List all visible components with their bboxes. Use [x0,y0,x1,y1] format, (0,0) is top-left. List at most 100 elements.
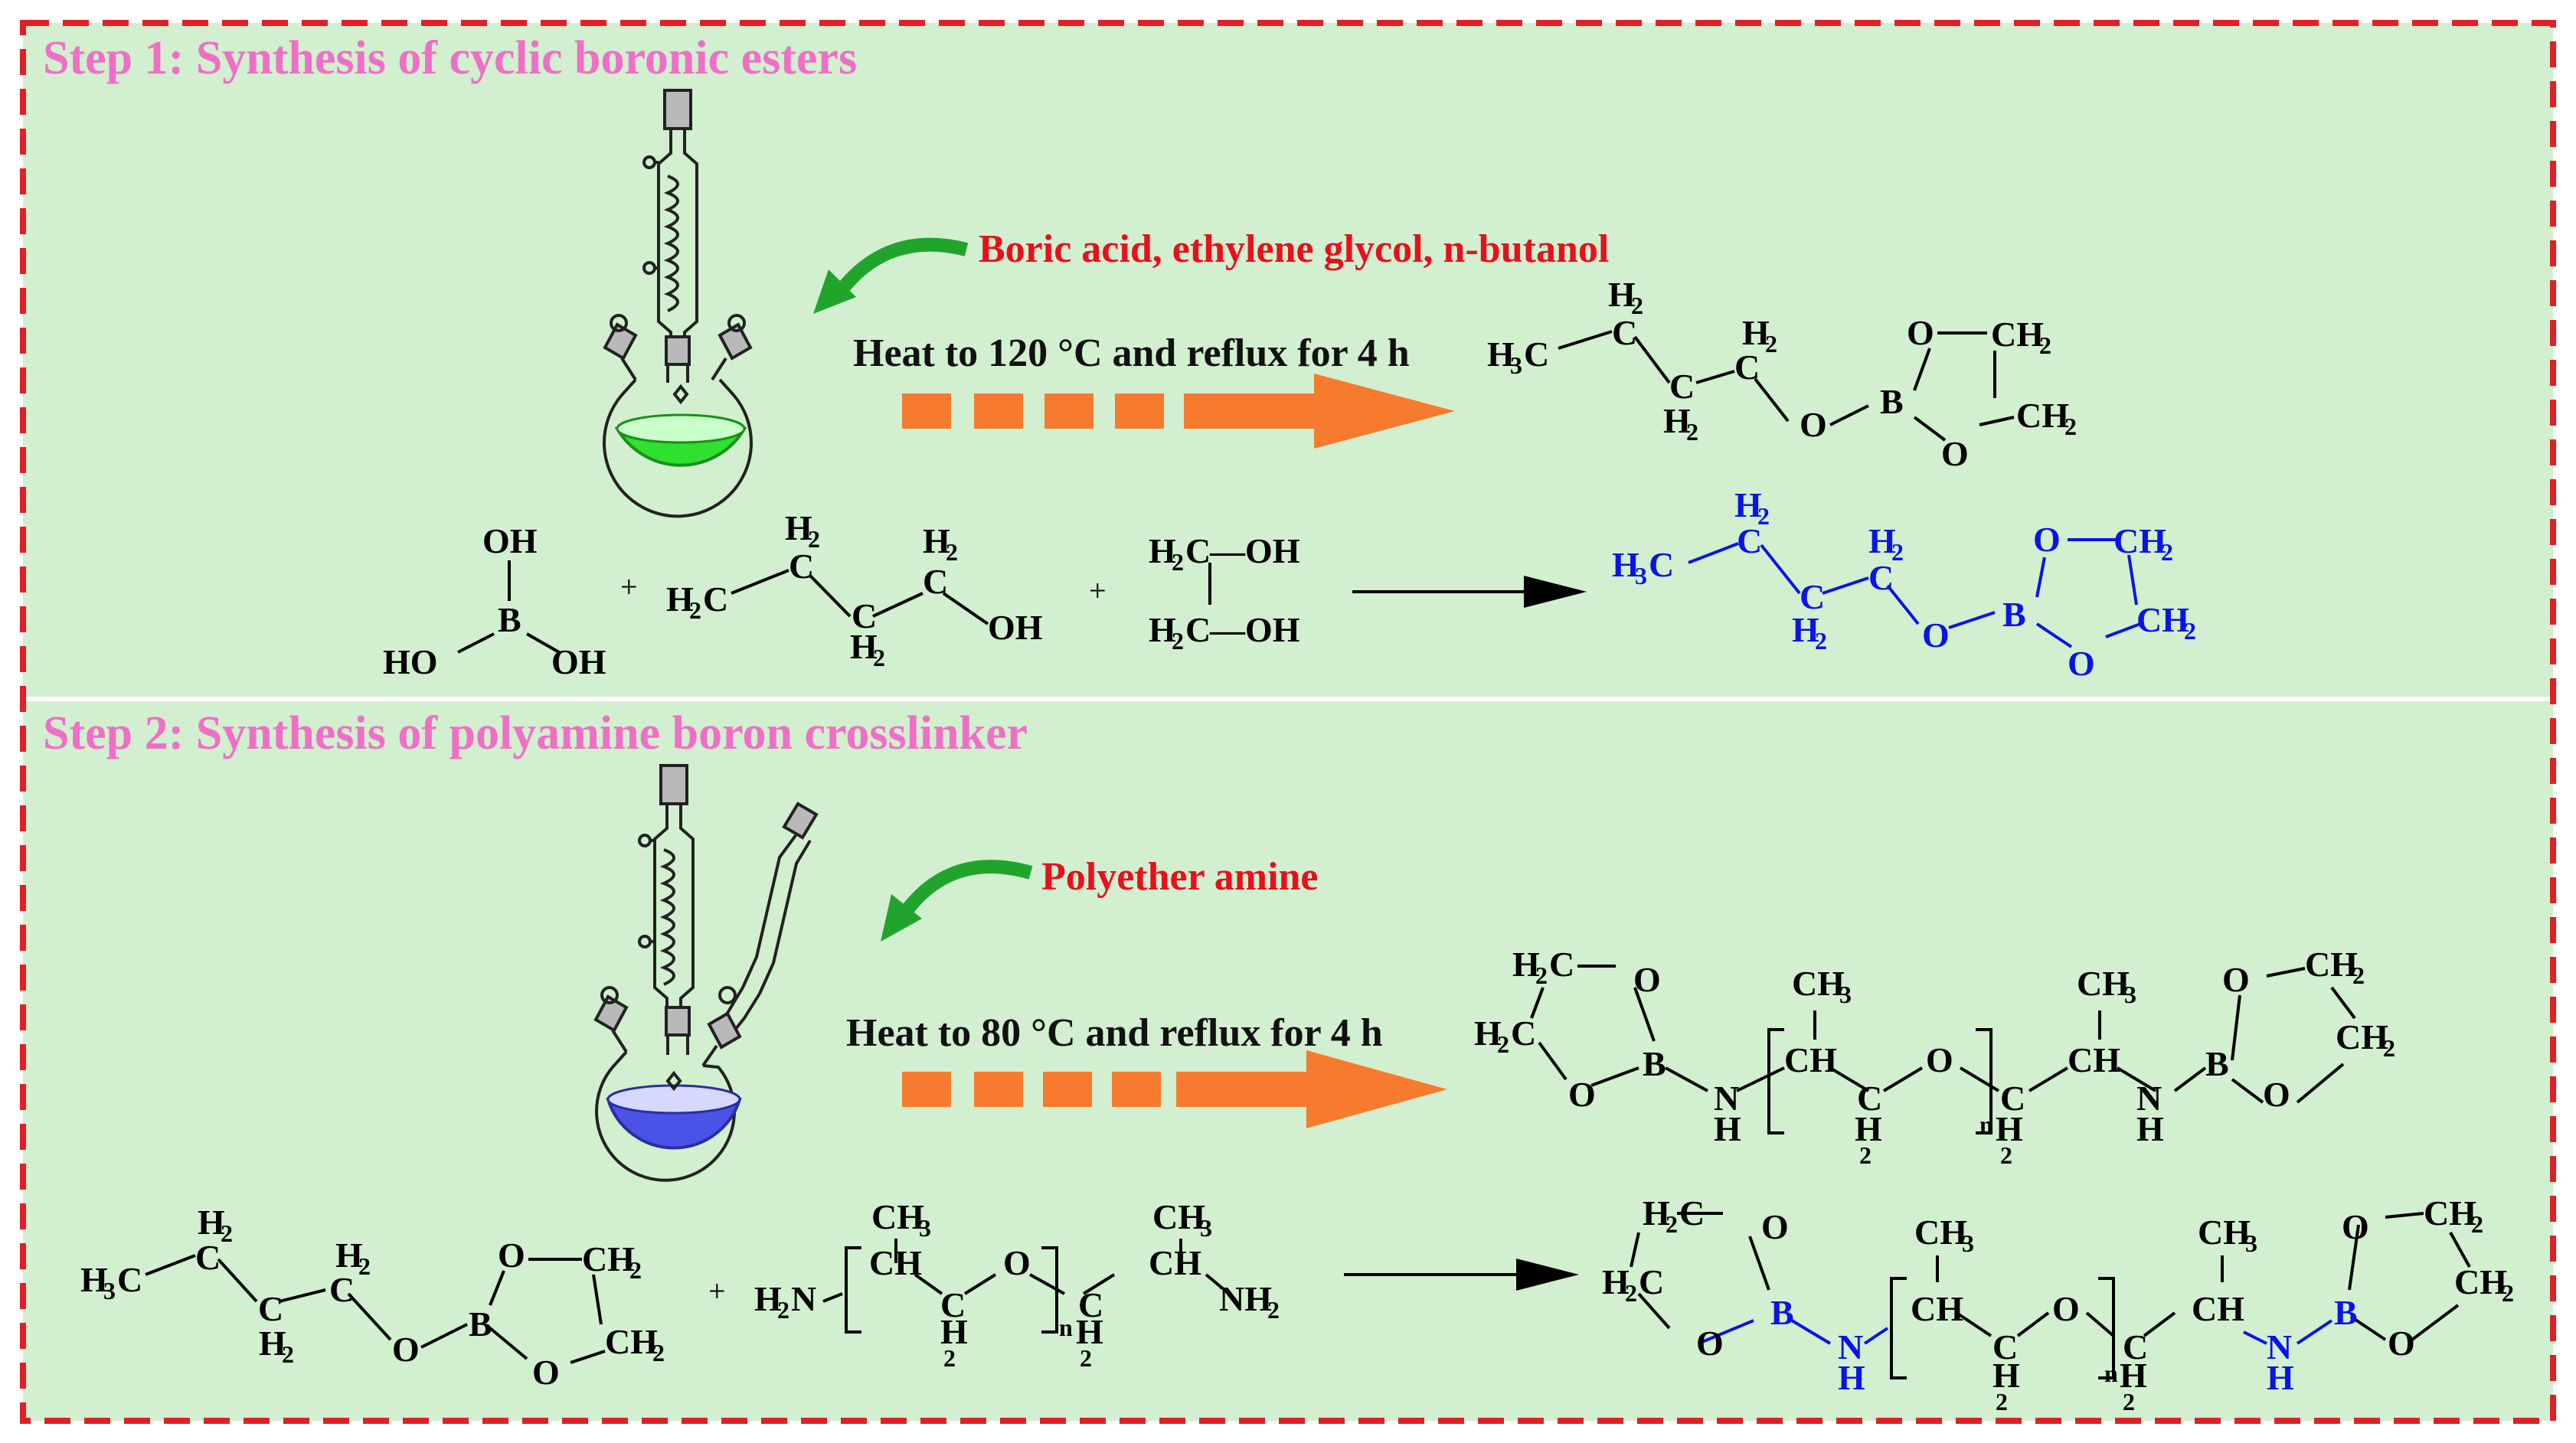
boric-acid: OH B HO OH [383,521,606,681]
atom-H2: H [335,1236,363,1275]
atom-CH2: CH [2136,600,2189,639]
step2-product-top: H 2 C O H 2 C O B N H CH 3 CH C H 2 O n … [1474,945,2395,1169]
atom-O: O [2388,1324,2415,1363]
sub: 2 [1172,627,1184,655]
atom-B: B [1770,1293,1794,1332]
atom-H2C: H [1149,531,1176,570]
atom-H2N: H [754,1279,782,1318]
polyether-amine: H 2 N CH 3 CH C H 2 O n C H 2 CH 3 CH NH… [754,1197,1280,1372]
sub: 3 [2124,981,2136,1008]
atom-O: O [1696,1324,1724,1363]
atom-H2: H [1663,401,1691,440]
step2-title: Step 2: Synthesis of polyamine boron cro… [43,707,1028,759]
step1-title: Step 1: Synthesis of cyclic boronic este… [43,32,857,84]
sub: 2 [873,644,885,671]
sub: 2 [1497,1030,1509,1058]
atom-CH2: CH [2016,396,2069,435]
atom-CH: CH [1149,1243,1201,1282]
atom-C: C [1992,1327,2018,1366]
sub: 2 [1757,502,1770,530]
atom-CH2: CH [2113,521,2166,560]
atom-OH: OH [551,642,606,681]
sub: 2 [1080,1344,1092,1372]
atom-H3C: H [1487,335,1515,374]
curved-arrow-icon [881,860,1033,942]
n-butanol: H 2 C C H 2 C H 2 C H 2 OH [666,508,1043,671]
atom-H2C: H [1602,1262,1630,1301]
sub: 2 [1996,1388,2008,1415]
sub: 2 [946,538,958,566]
atom-B: B [2334,1293,2358,1332]
atom-O: O [1907,313,1934,352]
atom-C: C [1511,1014,1536,1053]
dashed-arrow-icon [902,1050,1447,1128]
atom-H: H [1076,1312,1103,1351]
atom-OH: OH [988,608,1043,647]
atom-CH2: CH [605,1322,658,1361]
atom-H2: H [1742,313,1770,352]
curved-arrow-icon [813,237,969,314]
atom-n: n [1059,1314,1073,1341]
sub: 2 [221,1219,233,1247]
atom-C: C [1734,348,1760,387]
sub: 2 [652,1339,665,1366]
atom-C: C [329,1270,355,1309]
atom-B: B [2002,595,2026,634]
step2-reagents: Polyether amine [1041,855,1319,899]
atom-C: C [703,579,728,619]
sub: 2 [2123,1388,2135,1415]
atom-C: C [1857,1079,1882,1118]
atom-CH: CH [869,1243,922,1282]
atom-B: B [2205,1044,2229,1083]
dashed-arrow-icon [902,374,1455,449]
sub: 2 [1666,1210,1678,1238]
atom-H2: H [785,508,812,547]
atom-C: C [117,1260,142,1299]
cyclic-boronic-ester-reactant: H 3 C C H 2 C H 2 C H 2 O B O O CH 2 CH … [80,1203,665,1392]
sub: 2 [1686,418,1698,446]
sub: 2 [629,1256,642,1284]
atom-H2: H [850,627,878,666]
sub: 2 [2000,1141,2012,1169]
sub: 2 [2161,538,2173,566]
atom-CH3: CH [2077,964,2130,1003]
sub: 3 [1635,562,1647,589]
sub: 2 [2383,1034,2395,1062]
three-neck-flask-dropping-funnel-icon [593,764,819,1182]
atom-CH3: CH [1152,1197,1205,1236]
sub: 2 [943,1344,956,1372]
sub: 3 [1200,1214,1212,1242]
atom-C: C [1679,1193,1705,1232]
step1-condition: Heat to 120 °C and reflux for 4 h [853,331,1410,375]
sub: 3 [919,1214,931,1242]
atom-CH: CH [1911,1289,1963,1328]
atom-C: C [1800,577,1825,616]
atom-H2: H [923,521,950,560]
atom-C: C [1185,610,1211,649]
sub: 2 [1765,330,1777,357]
atom-O: O [532,1353,560,1392]
sub: 2 [2502,1279,2514,1307]
sub: 2 [1631,292,1643,319]
atom-CH2: CH [2424,1193,2476,1232]
atom-H: H [1992,1356,2020,1395]
sub: 2 [2471,1210,2483,1238]
atom-HO: HO [383,642,438,681]
atom-B: B [469,1304,492,1343]
atom-N: N [1838,1327,1863,1366]
atom-n: n [2104,1360,2118,1387]
atom-CH3: CH [871,1197,924,1236]
atom-CH3: CH [1792,964,1845,1003]
atom-N: N [1714,1079,1739,1118]
sub: 2 [282,1340,294,1368]
atom-C: C [1612,313,1637,352]
atom-H2C: H [1643,1193,1670,1232]
atom-H2C: H [666,579,694,619]
ethylene-glycol: H 2 C —OH H 2 C —OH [1149,531,1300,655]
atom-C: C [2123,1327,2148,1366]
atom-H: H [2120,1356,2147,1395]
atom-CH2: CH [1991,315,2044,354]
atom-H2C: H [1474,1014,1502,1053]
atom-B: B [1880,382,1904,421]
atom-H: H [2136,1109,2164,1148]
